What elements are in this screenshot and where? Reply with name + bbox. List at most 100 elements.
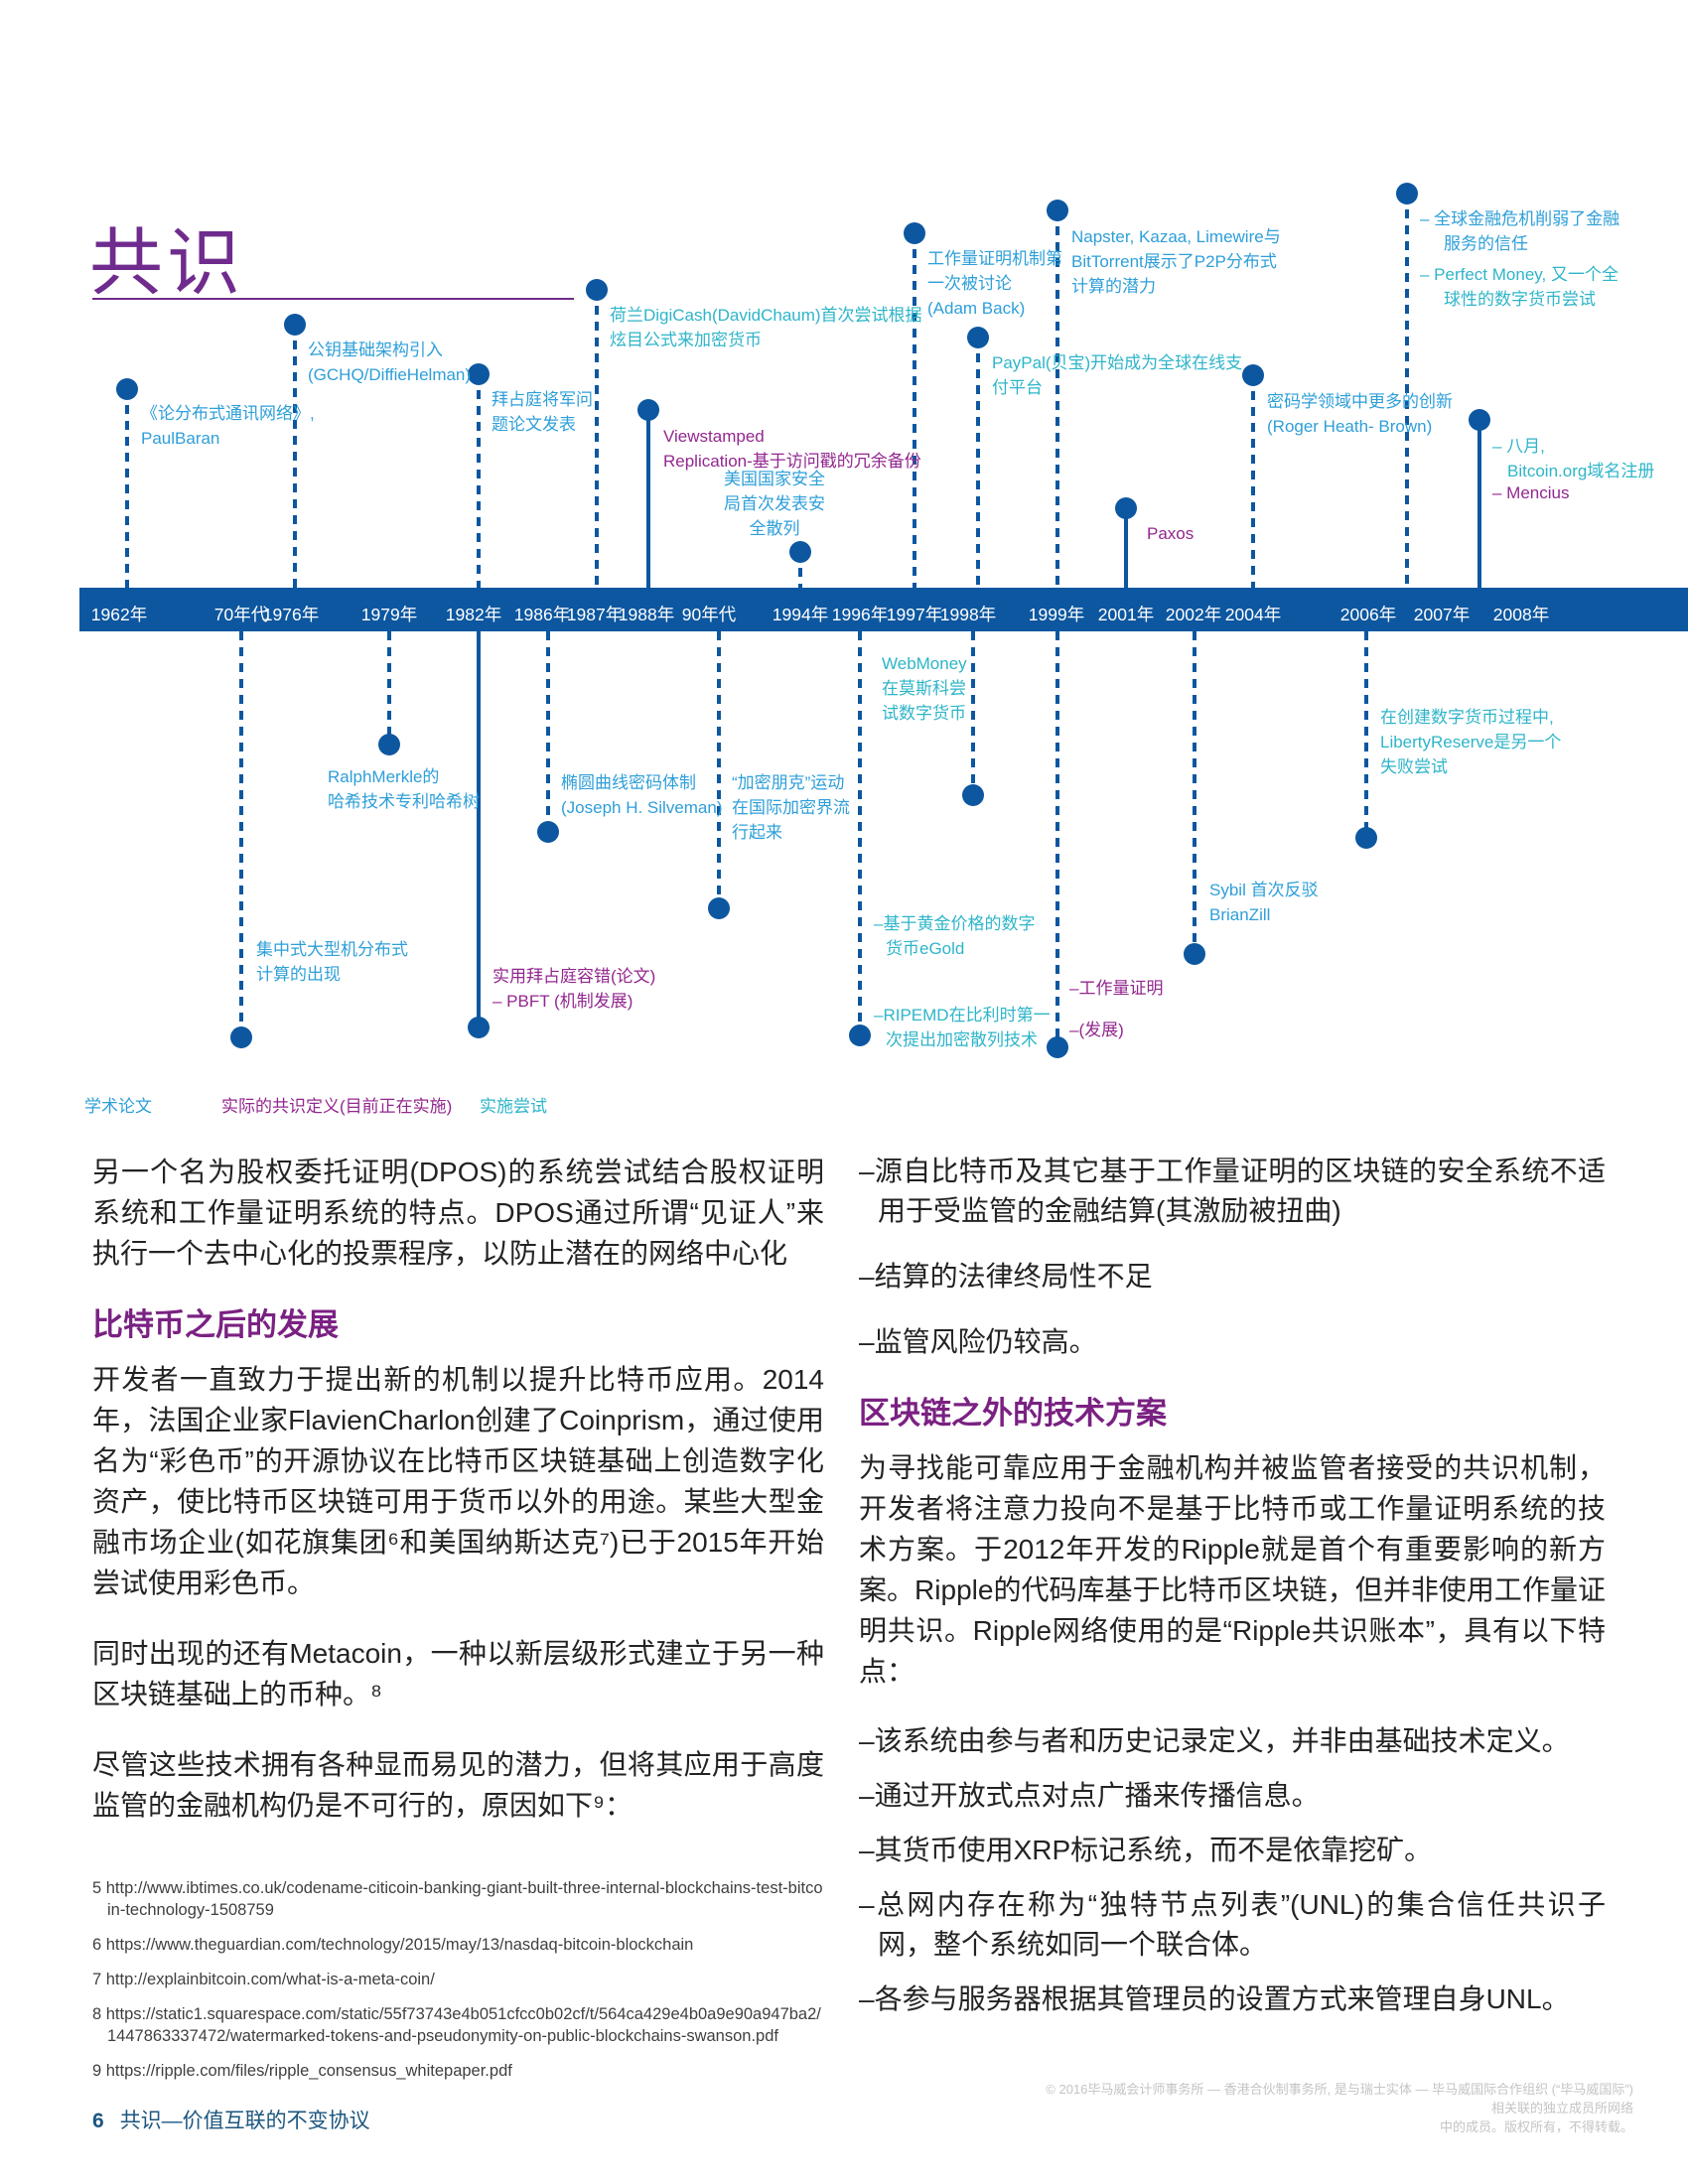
timeline-event-label-line: LibertyReserve是另一个 [1380,733,1562,751]
timeline-event-label-line: 在莫斯科尝 [882,679,966,698]
timeline-event-line [1405,194,1409,588]
year-label: 1982年 [445,605,502,624]
timeline-event-label-line: –工作量证明 [1069,979,1164,998]
year-label: 1994年 [772,605,829,624]
timeline-event-label: 工作量证明机制第一次被讨论(Adam Back) [927,246,1062,321]
timeline-event-label-line: –RIPEMD在比利时第一 [874,1006,1051,1024]
timeline-event-label-line: – Mencius [1492,483,1570,502]
timeline-event-dot [849,1024,871,1046]
bullet-item: –结算的法律终局性不足 [859,1261,1153,1292]
year-label: 2001年 [1097,605,1155,624]
timeline-event-label-line: PaulBaran [141,429,220,448]
year-label: 2007年 [1413,605,1471,624]
footer-title: 共识—价值互联的不变协议 [119,2110,370,2132]
timeline-event-label-line: (GCHQ/DiffieHelman) [308,365,472,384]
bullet-item: –其货币使用XRP标记系统，而不是依靠挖矿。 [859,1835,1433,1865]
timeline-event-line [1193,631,1196,954]
timeline-event-label-line: 实用拜占庭容错(论文) [492,967,656,986]
timeline-event-label-line: BrianZill [1209,905,1271,924]
year-label: 2004年 [1224,605,1282,624]
year-label: 90年代 [681,605,737,624]
timeline-event-label-line: – PBFT (机制发展) [492,992,633,1011]
timeline-event-label: 荷兰DigiCash(DavidChaum)首次尝试根据炫目公式来加密货币 [610,303,922,352]
timeline-event-label-line: 行起来 [732,823,782,842]
title-underline [92,298,574,300]
timeline-event-dot [962,784,984,806]
timeline-event-dot [708,897,730,919]
timeline-event-line [976,338,980,588]
timeline-event-label: Paxos [1147,521,1194,546]
body-paragraph: 为寻找能可靠应用于金融机构并被监管者接受的共识机制，开发者将注意力投向不是基于比… [859,1452,1606,1687]
timeline-event-label-line: 局首次发表安 [724,494,825,513]
timeline-event-line [1477,420,1481,588]
timeline-event-dot [468,1017,490,1038]
timeline-event-label: “加密朋克”运动在国际加密界流行起来 [732,770,850,845]
timeline-event-label-line: 哈希技术专利哈希树 [328,792,480,811]
timeline-event-line [1251,375,1255,588]
timeline-event-label-line: 计算的出现 [256,965,341,984]
timeline-event-label-line: 椭圆曲线密码体制 [561,773,696,792]
timeline-event-label: – 八月,Bitcoin.org域名注册 [1492,434,1654,483]
timeline-event-dot [967,327,989,348]
timeline-event-line [798,552,802,588]
timeline-event-label: – Mencius [1492,480,1569,505]
timeline-event-label-line: – Perfect Money, 又一个全 [1420,265,1618,284]
timeline-event-dot [537,821,559,843]
timeline-event-label-line: 题论文发表 [492,415,576,434]
body-paragraph: 开发者一直致力于提出新的机制以提升比特币应用。2014年，法国企业家Flavie… [92,1364,824,1598]
timeline-event-label: – 全球金融危机削弱了金融服务的信任 [1420,206,1619,256]
timeline-event-line [858,631,862,1035]
timeline-event-label-line: 拜占庭将军问 [492,390,593,409]
page-title: 共识 [89,221,244,304]
timeline-event-label-line: PayPal(贝宝)开始成为全球在线支 [992,353,1243,372]
timeline-event-label-line: 服务的信任 [1444,234,1528,253]
timeline-event-label-line: 炫目公式来加密货币 [610,331,762,349]
timeline-event-line [717,631,721,908]
timeline-event-label-line: 在国际加密界流 [732,798,850,817]
timeline-event-label-line: Napster, Kazaa, Limewire与 [1071,227,1281,246]
timeline-event-label: –基于黄金价格的数字货币eGold [874,911,1035,961]
page-footer: 6 共识—价值互联的不变协议 [92,2105,370,2134]
timeline-event-label-line: Paxos [1147,524,1195,543]
body-paragraph: 尽管这些技术拥有各种显而易见的潜力，但将其应用于高度监管的金融机构仍是不可行的，… [92,1749,824,1821]
year-label: 1987年 [566,605,624,624]
timeline-event-label-line: 球性的数字货币尝试 [1444,290,1596,309]
timeline-event-label-line: 全散列 [749,519,800,538]
timeline-event-label-line: “加密朋克”运动 [732,773,845,792]
timeline-event-label-line: –(发展) [1069,1021,1124,1039]
footnote-item: 5 http://www.ibtimes.co.uk/codename-citi… [92,1879,823,1919]
timeline-event-label: 拜占庭将军问题论文发表 [492,387,593,437]
timeline-event-label-line: 《论分布式通讯网络》, [141,404,315,423]
footnote-item: 9 https://ripple.com/files/ripple_consen… [92,2062,512,2080]
timeline-event-line [546,631,550,832]
year-label: 1976年 [262,605,320,624]
timeline-event-dot [1047,200,1068,221]
timeline-event-label-line: RalphMerkle的 [328,767,440,786]
timeline-event-label-line: 工作量证明机制第 [927,249,1062,268]
year-label: 1997年 [886,605,943,624]
timeline-event-label: 《论分布式通讯网络》, PaulBaran [141,401,315,451]
bullet-item: –总网内存在称为“独特节点列表”(UNL)的集合信任共识子网，整个系统如同一个联… [859,1889,1606,1960]
timeline-event-dot [1242,364,1264,386]
timeline-event-label-line: – 全球金融危机削弱了金融 [1420,209,1620,228]
footnote-item: 8 https://static1.squarespace.com/static… [92,2005,821,2045]
timeline-event-label: PayPal(贝宝)开始成为全球在线支付平台 [992,350,1242,400]
footnotes: 5 http://www.ibtimes.co.uk/codename-citi… [92,1877,824,2082]
timeline-event-label: –RIPEMD在比利时第一次提出加密散列技术 [874,1003,1051,1052]
timeline-event-dot [378,734,400,755]
bullet-item: –通过开放式点对点广播来传播信息。 [859,1780,1320,1811]
timeline-event-dot [789,541,811,563]
timeline-event-line [595,290,599,588]
timeline-event-label-line: (Joseph H. Silveman) [561,798,723,817]
timeline-event-label: –(发展) [1069,1018,1124,1042]
year-label: 70年代 [213,605,269,624]
timeline-event-label-line: 在创建数字货币过程中, [1380,708,1554,727]
bullet-item: –源自比特币及其它基于工作量证明的区块链的安全系统不适用于受监管的金融结算(其激… [859,1156,1606,1226]
year-label: 2008年 [1492,605,1550,624]
timeline-event-line [477,631,481,1027]
timeline-event-label: 实用拜占庭容错(论文) – PBFT (机制发展) [492,964,655,1014]
page-number: 6 [92,2110,104,2132]
timeline-event-label-line: Bitcoin.org域名注册 [1507,462,1655,480]
